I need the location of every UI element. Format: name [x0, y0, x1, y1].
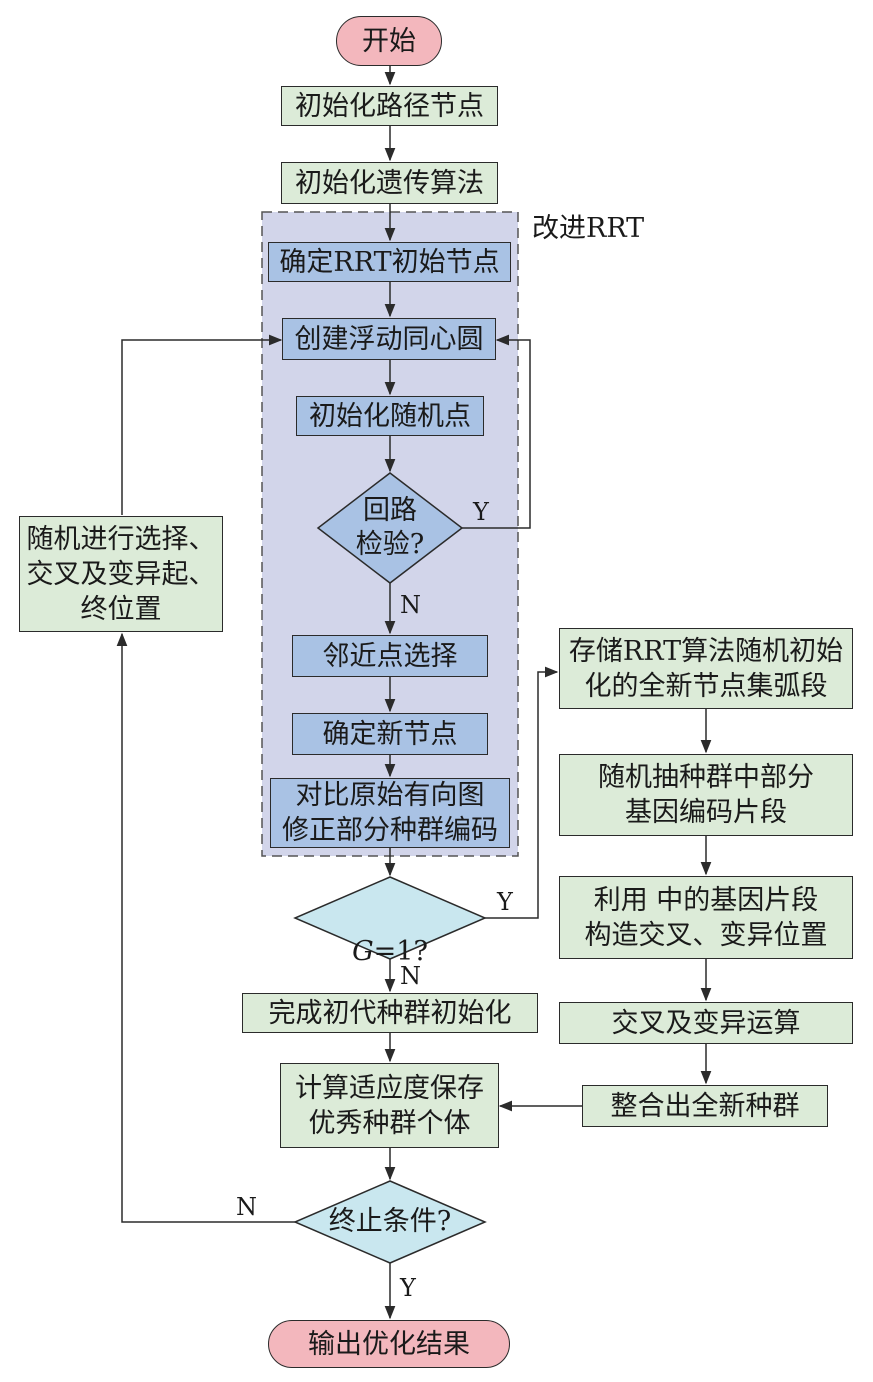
new-population-box: 整合出全新种群: [582, 1085, 828, 1127]
edge-select-to-circle: [121, 334, 283, 515]
output-terminal: 输出优化结果: [268, 1320, 510, 1368]
population-done-box: 完成初代种群初始化: [242, 993, 538, 1033]
rrt-region-label: 改进RRT: [532, 213, 645, 244]
g-yes-label: Y: [497, 888, 513, 916]
build-positions-box: 利用 中的基因片段 构造交叉、变异位置: [559, 876, 853, 959]
terminate-check-label: 终止条件?: [328, 1206, 452, 1237]
cross-mutate-op-box: 交叉及变异运算: [559, 1002, 853, 1044]
select-cross-mutate-box: 随机进行选择、 交叉及变异起、 终位置: [19, 516, 223, 632]
edge-terminate-no: [116, 632, 295, 1223]
terminate-no-label: N: [236, 1193, 257, 1221]
loop-check-label: 回路 检验?: [355, 495, 425, 560]
g-check-label: G=1?: [320, 901, 460, 969]
store-arcs-box: 存储RRT算法随机初始 化的全新节点集弧段: [559, 628, 853, 709]
fitness-box: 计算适应度保存 优秀种群个体: [280, 1063, 499, 1148]
loop-no-label: N: [400, 591, 421, 619]
g-no-label: N: [400, 962, 421, 990]
loop-yes-label: Y: [473, 498, 489, 526]
floating-circle-box: 创建浮动同心圆: [282, 318, 496, 360]
new-node-box: 确定新节点: [292, 713, 488, 755]
neighbor-select-box: 邻近点选择: [292, 635, 488, 677]
edge-g-yes: [485, 666, 559, 919]
init-ga-box: 初始化遗传算法: [281, 162, 498, 204]
terminate-yes-label: Y: [400, 1274, 416, 1302]
g-variable: G: [352, 936, 374, 967]
extract-genes-box: 随机抽种群中部分 基因编码片段: [559, 754, 853, 836]
rrt-init-node-box: 确定RRT初始节点: [268, 242, 511, 282]
edge-loop-yes: [462, 334, 531, 529]
start-terminal: 开始: [336, 16, 442, 66]
init-path-nodes-box: 初始化路径节点: [281, 86, 498, 126]
compare-fix-box: 对比原始有向图 修正部分种群编码: [270, 778, 510, 848]
g-condition: =1?: [373, 936, 428, 967]
init-random-point-box: 初始化随机点: [296, 396, 484, 436]
